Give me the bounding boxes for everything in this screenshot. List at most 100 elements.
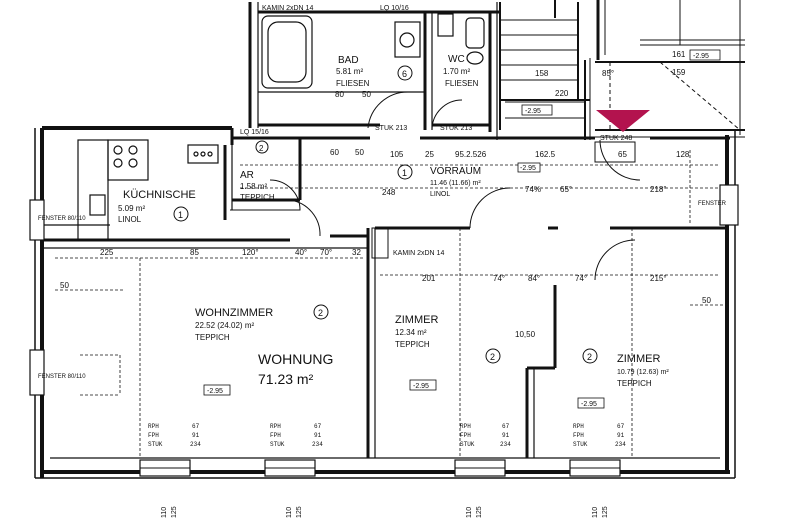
sill3-v234: 234 <box>500 441 511 448</box>
wohnzimmer-floor: TEPPICH <box>195 333 230 342</box>
bad-number-circle <box>397 65 413 81</box>
sill-info-1: RPH FPH STUK 67 91 234 <box>148 423 201 448</box>
wohnung-label: WOHNUNG <box>258 351 333 367</box>
dim-50-right: 50 <box>702 296 711 305</box>
sill2-v234: 234 <box>312 441 323 448</box>
level-tags: -2.95 -2.95 -2.95 -2.95 -2.95 -2.95 <box>203 49 721 409</box>
vorraum-name: VORRAUM <box>430 166 481 177</box>
stuk-248-tag: STUK 248 <box>600 135 632 142</box>
dim-218: 218° <box>650 185 667 194</box>
dim-105: 105 <box>390 150 404 159</box>
ar-number-circle <box>255 140 269 154</box>
bottom-mark-7: 110 <box>592 507 599 518</box>
sill4-v91: 91 <box>617 432 625 439</box>
dim-50b: 50 <box>355 148 364 157</box>
level-tag-zimmer1: -2.95 <box>413 383 429 390</box>
dim-162: 162.5 <box>535 150 556 159</box>
dim-1050: 10,50 <box>515 330 536 339</box>
sill-info-4: RPH FPH STUK 67 91 234 <box>573 423 626 448</box>
lq-ar-tag: LQ 15/16 <box>240 129 269 136</box>
ar-number: 2 <box>259 144 264 153</box>
sill2-stuk: STUK <box>270 441 285 448</box>
kochnische-area: 5.09 m² <box>118 204 145 213</box>
zimmer1-number: 2 <box>490 352 495 362</box>
sill4-fph: FPH <box>573 432 584 439</box>
bad-number: 6 <box>402 69 407 79</box>
window-right <box>719 184 739 226</box>
door-swings <box>230 91 641 281</box>
sill-info-2: RPH FPH STUK 67 91 234 <box>270 423 323 448</box>
bottom-mark-6: 125 <box>476 506 483 518</box>
stuk-213-tag: STUK 213 <box>440 125 472 132</box>
entrance-marker <box>596 110 650 132</box>
zimmer1-name: ZIMMER <box>395 314 438 326</box>
sill4-v67: 67 <box>617 423 625 430</box>
zimmer2-area: 10.79 (12.63) m² <box>617 369 669 376</box>
sill2-v91: 91 <box>314 432 322 439</box>
dim-120: 120° <box>242 248 259 257</box>
sill1-v67: 67 <box>192 423 200 430</box>
bottom-mark-5: 110 <box>466 507 473 518</box>
vorraum-area: 11.46 (11.66) m² <box>430 180 481 187</box>
level-tag-top-right: -2.95 <box>693 53 709 60</box>
dim-201: 201 <box>422 274 436 283</box>
kochnische-name: KÜCHNISCHE <box>123 189 196 201</box>
fenster-right-tag: FENSTER <box>698 201 727 207</box>
bottom-mark-4: 125 <box>296 506 303 518</box>
sill1-fph: FPH <box>148 432 159 439</box>
dim-70: 70° <box>320 248 332 257</box>
sill4-v234: 234 <box>615 441 626 448</box>
ar-floor: TEPPICH <box>240 193 275 202</box>
level-tag-wohnzimmer: -2.95 <box>207 388 223 395</box>
ar-area: 1.58 m² <box>240 182 267 191</box>
dim-225: 225 <box>100 248 114 257</box>
dimension-lines <box>55 150 725 458</box>
wet-rooms-walls <box>248 2 500 140</box>
wohnzimmer-area: 22.52 (24.02) m² <box>195 321 254 330</box>
sill3-rph: RPH <box>460 423 471 430</box>
stuk-bad-tag: STUK 213 <box>375 125 407 132</box>
zimmer2-number-circle <box>582 348 598 364</box>
wohnung-area: 71.23 m² <box>258 371 314 387</box>
fenster-left-top-tag: FENSTER 80/110 <box>38 216 86 222</box>
vorraum-floor: LINOL <box>430 191 450 198</box>
dim-215: 215° <box>650 274 667 283</box>
bottom-window-marks: 110 125 110 125 110 125 110 125 <box>161 506 609 518</box>
dim-74b: 74° <box>575 274 587 283</box>
kitchen-counter <box>42 139 219 241</box>
dim-159: 159 <box>672 68 686 77</box>
dim-50-left: 50 <box>60 281 69 290</box>
dim-526: 95.2.526 <box>455 150 487 159</box>
sill-info-3: RPH FPH STUK 67 91 234 <box>460 423 511 448</box>
wohnzimmer-number-circle <box>313 304 329 320</box>
lq-tag: LQ 10/16 <box>380 5 409 12</box>
wohnzimmer-number: 2 <box>318 308 323 318</box>
dim-65: 65° <box>560 185 572 194</box>
bad-name: BAD <box>338 55 359 66</box>
dim-25: 25 <box>425 150 434 159</box>
dim-80: 80 <box>335 90 344 99</box>
sill4-stuk: STUK <box>573 441 588 448</box>
wc-area: 1.70 m² <box>443 67 470 76</box>
level-tag-wc: -2.95 <box>525 108 541 115</box>
dim-158: 158 <box>535 69 549 78</box>
zimmer1-area: 12.34 m² <box>395 328 427 337</box>
dim-220: 220 <box>555 89 569 98</box>
bathroom-fixtures <box>261 13 485 89</box>
dim-84: 84° <box>528 274 540 283</box>
sill2-v67: 67 <box>314 423 322 430</box>
bottom-mark-3: 110 <box>286 507 293 518</box>
level-tag-vorraum: -2.95 <box>520 165 536 172</box>
kochnische-floor: LINOL <box>118 215 142 224</box>
sill1-rph: RPH <box>148 423 159 430</box>
kamin-mid-tag: KAMIN 2xDN 14 <box>393 250 444 257</box>
dim-248: 248 <box>382 188 396 197</box>
zimmer2-floor: TEPPICH <box>617 379 652 388</box>
sill1-stuk: STUK <box>148 441 163 448</box>
dim-161: 161 <box>672 50 686 59</box>
sill2-rph: RPH <box>270 423 281 430</box>
sill3-fph: FPH <box>460 432 471 439</box>
wc-name: WC <box>448 54 465 65</box>
zimmer1-floor: TEPPICH <box>395 340 430 349</box>
